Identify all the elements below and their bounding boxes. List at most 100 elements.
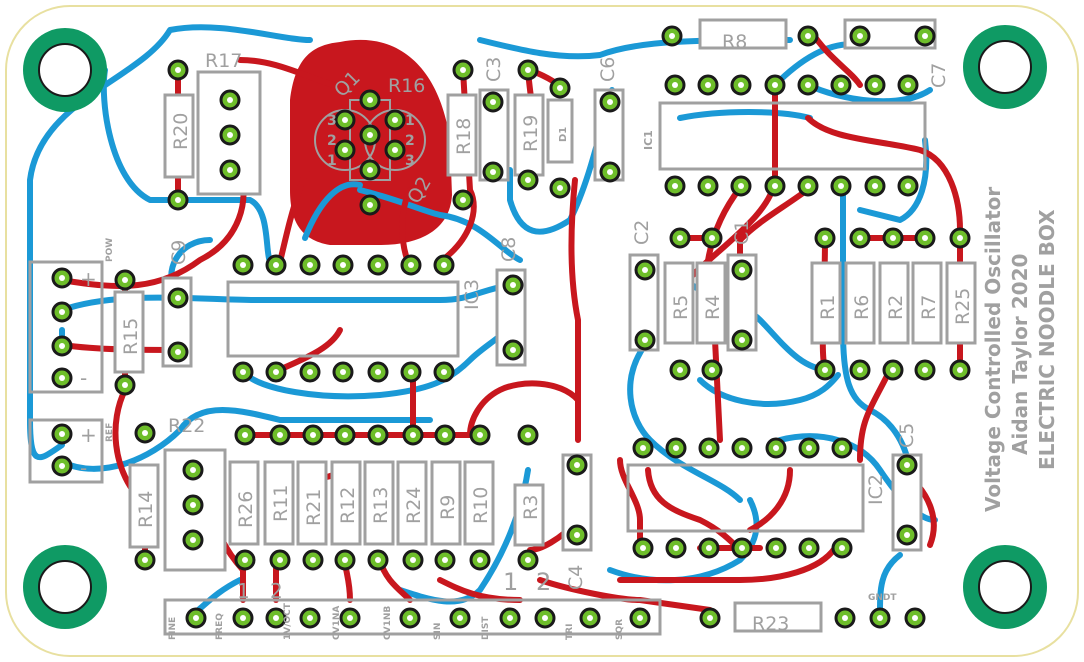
pow-plus: + xyxy=(80,267,97,291)
label-r7: R7 xyxy=(918,295,940,320)
pad-hole xyxy=(240,262,246,268)
pad-hole xyxy=(838,183,844,189)
pads xyxy=(51,25,971,629)
pad-hole xyxy=(273,369,279,375)
pad-hole xyxy=(857,235,863,241)
label-r12: R12 xyxy=(337,487,359,524)
pad-hole xyxy=(669,33,675,39)
pad-hole xyxy=(607,169,613,175)
pad-hole xyxy=(890,235,896,241)
pad-hole xyxy=(557,185,563,191)
pow-label: POW xyxy=(105,238,115,262)
label-c4: C4 xyxy=(565,565,587,590)
pad-hole xyxy=(122,382,128,388)
pad-hole xyxy=(677,367,683,373)
pin-cv1na: CV1NA xyxy=(332,606,342,640)
pin-dist: DIST xyxy=(481,616,491,640)
pad-hole xyxy=(342,117,348,123)
label-r23: R23 xyxy=(752,613,789,635)
diode-body xyxy=(546,98,574,164)
pad-hole xyxy=(842,615,848,621)
pin-marker-1b: 1 xyxy=(503,568,518,596)
pad-hole xyxy=(175,197,181,203)
label-c8: C8 xyxy=(498,237,520,262)
pad-hole xyxy=(442,432,448,438)
pin-fine: FINE xyxy=(168,617,178,640)
pad-hole xyxy=(857,367,863,373)
label-c1: C1 xyxy=(731,220,753,245)
title-line-3: ELECTRIC NOODLE BOX xyxy=(1035,209,1059,470)
title-line-1: Voltage Controlled Oscillator xyxy=(981,187,1005,512)
mount-hole-bottom-left xyxy=(23,545,107,629)
pad-hole xyxy=(510,347,516,353)
pad-hole xyxy=(706,545,712,551)
mount-hole-top-left xyxy=(23,28,107,112)
pad-hole xyxy=(59,375,65,381)
label-ic3: IC3 xyxy=(461,279,483,310)
ic1-outline xyxy=(658,101,927,171)
ref-minus: - xyxy=(80,456,87,480)
label-r13: R13 xyxy=(370,487,392,524)
pad-hole xyxy=(705,183,711,189)
q2-pin-2: 2 xyxy=(405,133,415,149)
label-r14: R14 xyxy=(135,491,157,528)
pad-hole xyxy=(673,445,679,451)
pad-hole xyxy=(307,369,313,375)
pad-hole xyxy=(805,183,811,189)
pad-hole xyxy=(957,235,963,241)
label-r18: R18 xyxy=(453,118,475,155)
pad-hole xyxy=(59,343,65,349)
label-r22: R22 xyxy=(168,415,205,437)
gnd-label: GNDT xyxy=(868,593,897,603)
pad-hole xyxy=(460,197,466,203)
pad-hole xyxy=(273,262,279,268)
pad-hole xyxy=(904,462,910,468)
pad-hole xyxy=(175,349,181,355)
label-c3: C3 xyxy=(483,57,505,82)
pad-hole xyxy=(367,132,373,138)
pad-hole xyxy=(375,369,381,375)
label-r15: R15 xyxy=(120,318,142,355)
q1-pin-3: 3 xyxy=(327,113,337,129)
pad-hole xyxy=(441,262,447,268)
pad-hole xyxy=(310,557,316,563)
label-ic2: IC2 xyxy=(865,474,887,505)
pad-hole xyxy=(310,432,316,438)
pin-1voct: 1V/OCT xyxy=(283,602,293,640)
label-d1: D1 xyxy=(558,127,569,142)
title-line-2: Aidan Taylor 2020 xyxy=(1008,254,1032,455)
pad-hole xyxy=(375,557,381,563)
pad-hole xyxy=(407,615,413,621)
pad-hole xyxy=(805,82,811,88)
pad-hole xyxy=(477,557,483,563)
label-r11: R11 xyxy=(270,485,292,522)
pad-hole xyxy=(857,33,863,39)
pad-hole xyxy=(806,545,812,551)
pad-hole xyxy=(340,262,346,268)
pad-hole xyxy=(637,615,643,621)
pad-hole xyxy=(342,557,348,563)
pad-hole xyxy=(277,432,283,438)
pad-hole xyxy=(227,132,233,138)
pin-cv1nb: CV1NB xyxy=(383,606,393,640)
pad-hole xyxy=(672,183,678,189)
label-c9: C9 xyxy=(168,240,190,265)
label-c7: C7 xyxy=(928,63,950,88)
pad-hole xyxy=(367,167,373,173)
pin-sqr: SQR xyxy=(615,619,625,640)
pad-hole xyxy=(375,432,381,438)
pad-hole xyxy=(905,183,911,189)
label-r17: R17 xyxy=(205,50,242,72)
pad-hole xyxy=(905,82,911,88)
pad-hole xyxy=(642,267,648,273)
pad-hole xyxy=(490,99,496,105)
pad-hole xyxy=(59,463,65,469)
pad-hole xyxy=(822,235,828,241)
pad-hole xyxy=(574,462,580,468)
pad-hole xyxy=(457,615,463,621)
pad-hole xyxy=(277,557,283,563)
pad-hole xyxy=(59,275,65,281)
label-r24: R24 xyxy=(403,487,425,524)
q1-pin-1: 1 xyxy=(327,153,337,169)
